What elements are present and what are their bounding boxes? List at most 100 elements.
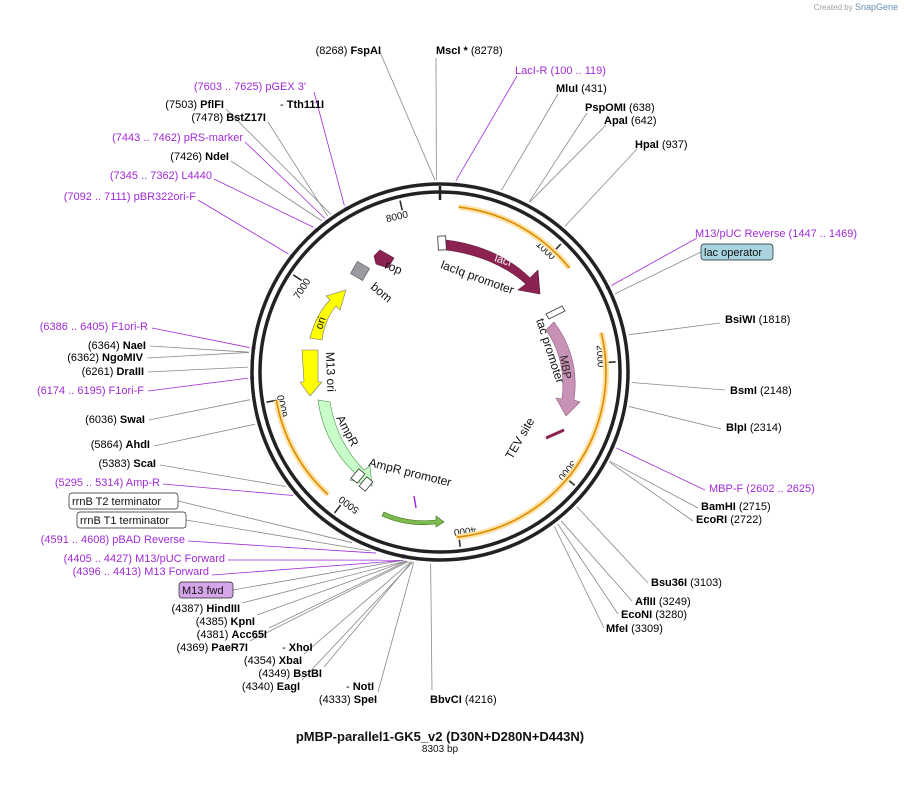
- enzyme-leader: [502, 94, 558, 190]
- feature-AmpR-promoter[interactable]: AmpR promoter: [367, 455, 453, 527]
- enzyme-label-ndei[interactable]: (7426) NdeI: [170, 151, 229, 163]
- lac-operator-box[interactable]: lac operator: [701, 244, 773, 260]
- enzyme-position: (4340): [242, 681, 274, 693]
- enzyme-label-swai[interactable]: (6036) SwaI: [85, 414, 145, 426]
- enzyme-label-acc65i[interactable]: (4381) Acc65I: [197, 629, 267, 641]
- enzyme-name: FspAI: [350, 45, 381, 57]
- enzyme-label-aflii[interactable]: AflII (3249): [635, 596, 691, 608]
- primer-label-m13-puc-forward[interactable]: (4405 .. 4427) M13/pUC Forward: [64, 553, 225, 565]
- enzyme-leader: [628, 323, 720, 335]
- primer-label-prs-marker[interactable]: (7443 .. 7462) pRS-marker: [112, 132, 243, 144]
- primer-name: LacI-R: [515, 65, 547, 77]
- enzyme-label-pflfi[interactable]: (7503) PflFI: [165, 99, 224, 111]
- rrnB-T1-terminator-box[interactable]: rrnB T1 terminator: [77, 512, 186, 528]
- primer-range: (7603 .. 7625): [194, 81, 263, 93]
- enzyme-label-msci-[interactable]: MscI * (8278): [436, 45, 503, 57]
- enzyme-label-kpni[interactable]: (4385) KpnI: [196, 616, 255, 628]
- enzyme-position: (4333): [319, 694, 351, 706]
- enzyme-leader: [147, 352, 249, 358]
- snapgene-credit: Created by SnapGene: [814, 2, 898, 12]
- enzyme-label-draiii[interactable]: (6261) DraIII: [82, 366, 144, 378]
- primer-leader: [198, 200, 289, 254]
- enzyme-label-spei[interactable]: (4333) SpeI: [319, 694, 377, 706]
- enzyme-label-paer7i[interactable]: (4369) PaeR7I: [176, 642, 248, 654]
- enzyme-label-bstz17i[interactable]: (7478) BstZ17I: [191, 112, 266, 124]
- enzyme-name: BstBI: [293, 668, 322, 680]
- feature-AmpR[interactable]: AmpR: [318, 400, 373, 491]
- primer-label-l4440[interactable]: (7345 .. 7362) L4440: [110, 170, 212, 182]
- enzyme-label-bstbi[interactable]: (4349) BstBI: [258, 668, 322, 680]
- primer-label-m13-forward[interactable]: (4396 .. 4413) M13 Forward: [73, 566, 209, 578]
- enzyme-leader: [610, 461, 698, 508]
- enzyme-label-ahdi[interactable]: (5864) AhdI: [91, 439, 150, 451]
- enzyme-leader: [257, 561, 406, 615]
- enzyme-label-ecori[interactable]: EcoRI (2722): [696, 514, 762, 526]
- enzyme-extra-label[interactable]: - XhoI: [282, 642, 313, 654]
- enzyme-label-fspai[interactable]: (8268) FspAI: [316, 45, 381, 57]
- feature-ori[interactable]: ori: [310, 290, 346, 340]
- primer-label-pbr322ori-f[interactable]: (7092 .. 7111) pBR322ori-F: [64, 191, 197, 203]
- enzyme-position: (3280): [655, 609, 687, 621]
- feature-TEV-site[interactable]: TEV site: [502, 415, 564, 462]
- primer-range: (2602 .. 2625): [746, 483, 815, 495]
- enzyme-leader: [154, 424, 255, 446]
- primer-label-f1ori-r[interactable]: (6386 .. 6405) F1ori-R: [40, 321, 148, 333]
- primer-name: Amp-R: [126, 477, 160, 489]
- enzyme-label-ngomiv[interactable]: (6362) NgoMIV: [67, 352, 143, 364]
- enzyme-label-scai[interactable]: (5383) ScaI: [99, 458, 157, 470]
- enzyme-label-hindiii[interactable]: (4387) HindIII: [172, 603, 240, 615]
- rop-label: rop: [383, 258, 405, 278]
- enzyme-label-eagi[interactable]: (4340) EagI: [242, 681, 300, 693]
- primer-range: (1447 .. 1469): [789, 228, 858, 240]
- ruler-tick: [293, 275, 301, 281]
- M13-fwd-box[interactable]: M13 fwd: [179, 582, 233, 598]
- primer-label-pbad-reverse[interactable]: (4591 .. 4608) pBAD Reverse: [41, 534, 185, 546]
- enzyme-position: (2314): [750, 422, 782, 434]
- primer-range: (4591 .. 4608): [41, 534, 110, 546]
- enzyme-label-bsmi[interactable]: BsmI (2148): [730, 385, 792, 397]
- enzyme-name: Acc65I: [232, 629, 267, 641]
- rrnB-T2-label: rrnB T2 terminator: [72, 496, 161, 508]
- enzyme-label-blpi[interactable]: BlpI (2314): [726, 422, 782, 434]
- primer-range: (6174 .. 6195): [37, 385, 106, 397]
- M13-ori-label: M13 ori: [323, 352, 338, 392]
- primer-label-laci-r[interactable]: LacI-R (100 .. 119): [515, 65, 606, 77]
- rrnB-T2-terminator-box[interactable]: rrnB T2 terminator: [69, 493, 178, 509]
- enzyme-extra-label[interactable]: - NotI: [346, 681, 374, 693]
- enzyme-extra-label[interactable]: - Tth111I: [280, 99, 324, 111]
- primer-leader: [611, 238, 697, 285]
- feature-rop[interactable]: rop: [374, 250, 405, 277]
- enzyme-label-bsu36i[interactable]: Bsu36I (3103): [651, 577, 722, 589]
- feature-M13-ori[interactable]: M13 ori: [300, 350, 338, 396]
- primer-leader: [212, 561, 404, 575]
- enzyme-position: (3249): [659, 596, 691, 608]
- outer-labels: (8268) FspAI MscI * (8278) LacI-R (100 .. …: [37, 45, 857, 706]
- primer-label-pgex-3-[interactable]: (7603 .. 7625) pGEX 3': [194, 81, 306, 93]
- enzyme-label-bbvci[interactable]: BbvCI (4216): [430, 694, 497, 706]
- enzyme-position: (1818): [759, 314, 791, 326]
- primer-label-mbp-f[interactable]: MBP-F (2602 .. 2625): [709, 483, 815, 495]
- primer-label-f1ori-f[interactable]: (6174 .. 6195) F1ori-F: [37, 385, 144, 397]
- enzyme-position: (5864): [91, 439, 123, 451]
- enzyme-position: (3103): [690, 577, 722, 589]
- enzyme-label-bsiwi[interactable]: BsiWI (1818): [725, 314, 790, 326]
- enzyme-label-bamhi[interactable]: BamHI (2715): [701, 501, 771, 513]
- primer-label-m13-puc-reverse[interactable]: M13/pUC Reverse (1447 .. 1469): [695, 228, 857, 240]
- ruler-label: 7000: [292, 276, 314, 301]
- enzyme-position: (7503): [165, 99, 197, 111]
- primer-leader: [245, 142, 325, 218]
- enzyme-leader: [226, 109, 331, 214]
- enzyme-label-mfei[interactable]: MfeI (3309): [606, 623, 663, 635]
- primer-label-amp-r[interactable]: (5295 .. 5314) Amp-R: [55, 477, 160, 489]
- enzyme-label-xbai[interactable]: (4354) XbaI: [244, 655, 302, 667]
- enzyme-label-pspomi[interactable]: PspOMI (638): [585, 102, 655, 114]
- primer-name: pGEX 3': [265, 81, 306, 93]
- enzyme-label-naei[interactable]: (6364) NaeI: [88, 340, 146, 352]
- enzyme-position: (7478): [191, 112, 223, 124]
- enzyme-label-hpai[interactable]: HpaI (937): [635, 139, 688, 151]
- enzyme-leader: [565, 149, 637, 226]
- enzyme-label-econi[interactable]: EcoNI (3280): [621, 609, 687, 621]
- enzyme-name: ApaI: [604, 115, 628, 127]
- enzyme-label-apai[interactable]: ApaI (642): [604, 115, 657, 127]
- enzyme-label-mlui[interactable]: MluI (431): [556, 83, 607, 95]
